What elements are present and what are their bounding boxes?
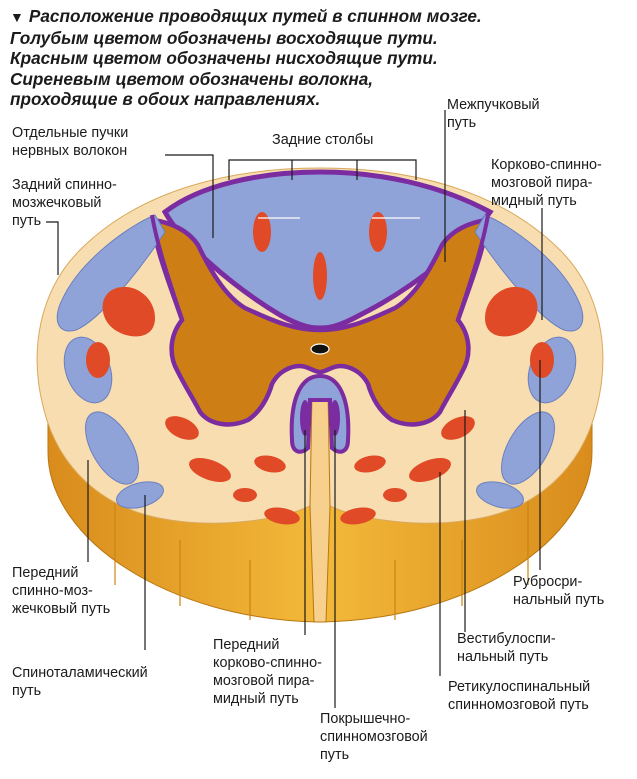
label-posterior-columns: Задние столбы bbox=[272, 131, 373, 149]
label-line: спинномозговой путь bbox=[448, 697, 589, 713]
label-line: мозговой пира- bbox=[213, 673, 315, 689]
label-spinothalamic-tract: Спиноталамический путь bbox=[12, 664, 148, 700]
label-anterior-corticospinal-tract: Передний корково-спинно- мозговой пира- … bbox=[213, 636, 322, 708]
caption-line-5: проходящие в обоих направлениях. bbox=[10, 89, 321, 109]
label-anterior-spinocerebellar-tract: Передний спинно-моз- жечковый путь bbox=[12, 564, 110, 618]
label-line: Задний спинно- bbox=[12, 177, 117, 193]
label-line: Задние столбы bbox=[272, 132, 374, 148]
propriospinal-fibres-left bbox=[150, 214, 184, 321]
label-line: Рубросpи- bbox=[513, 574, 583, 590]
label-line: путь bbox=[320, 747, 350, 763]
propriospinal-fibres-right bbox=[456, 214, 490, 321]
label-line: мозговой пира- bbox=[491, 175, 593, 191]
label-tectospinal-tract: Покрышечно- спинномозговой путь bbox=[320, 710, 428, 764]
label-line: мозжечковый bbox=[12, 195, 102, 211]
label-lateral-corticospinal-tract: Корково-спинно- мозговой пира- мидный пу… bbox=[491, 156, 602, 210]
label-separate-nerve-bundles: Отдельные пучки нервных волокон bbox=[12, 124, 128, 160]
label-line: Корково-спинно- bbox=[491, 157, 602, 173]
anterior-median-fissure bbox=[309, 391, 331, 623]
label-posterior-spinocerebellar-tract: Задний спинно- мозжечковый путь bbox=[12, 176, 117, 230]
label-line: мидный путь bbox=[491, 193, 577, 209]
label-line: спинномозговой bbox=[320, 729, 428, 745]
label-line: путь bbox=[12, 683, 42, 699]
caption-line-2: Голубым цветом обозначены восходящие пут… bbox=[10, 27, 438, 48]
label-rubrospinal-tract: Рубросpи- нальный путь bbox=[513, 573, 604, 609]
label-vestibulospinal-tract: Вестибулоспи- нальный путь bbox=[457, 630, 556, 666]
central-canal bbox=[310, 343, 330, 355]
label-line: мидный путь bbox=[213, 691, 299, 707]
leader-lines bbox=[46, 110, 543, 708]
label-line: Передний bbox=[213, 637, 280, 653]
anterior-fibres-right bbox=[330, 400, 340, 436]
label-line: корково-спинно- bbox=[213, 655, 322, 671]
label-line: Ретикулоспинальный bbox=[448, 679, 591, 695]
anterior-fibres-left bbox=[300, 400, 310, 436]
label-interfascicular-tract: Межпучковый путь bbox=[447, 96, 540, 132]
label-line: нервных волокон bbox=[12, 143, 128, 159]
label-line: Вестибулоспи- bbox=[457, 631, 556, 647]
label-line: Спиноталамический bbox=[12, 665, 148, 681]
triangle-bullet-icon: ▼ bbox=[10, 9, 24, 25]
label-line: нальный путь bbox=[513, 592, 605, 608]
caption-text-1: Расположение проводящих путей в спинном … bbox=[28, 6, 482, 26]
label-line: жечковый путь bbox=[12, 601, 111, 617]
label-line: Передний bbox=[12, 565, 79, 581]
label-line: путь bbox=[12, 213, 42, 229]
caption-line-4: Сиреневым цветом обозначены волокна, bbox=[10, 68, 374, 89]
label-line: Отдельные пучки bbox=[12, 125, 129, 141]
label-line: нальный путь bbox=[457, 649, 549, 665]
label-line: Межпучковый bbox=[447, 97, 540, 113]
label-reticulospinal-tract: Ретикулоспинальный спинномозговой путь bbox=[448, 678, 590, 714]
caption-line-1: ▼Расположение проводящих путей в спинном… bbox=[10, 6, 610, 28]
label-line: Покрышечно- bbox=[320, 711, 411, 727]
posterior-columns-region bbox=[161, 169, 494, 331]
figure-caption: ▼Расположение проводящих путей в спинном… bbox=[10, 6, 610, 110]
caption-line-3: Красным цветом обозначены нисходящие пут… bbox=[10, 48, 438, 68]
descending-tracts bbox=[86, 212, 554, 525]
label-line: путь bbox=[447, 115, 477, 131]
side-bundle-lines bbox=[114, 500, 529, 620]
label-line: спинно-моз- bbox=[12, 583, 93, 599]
